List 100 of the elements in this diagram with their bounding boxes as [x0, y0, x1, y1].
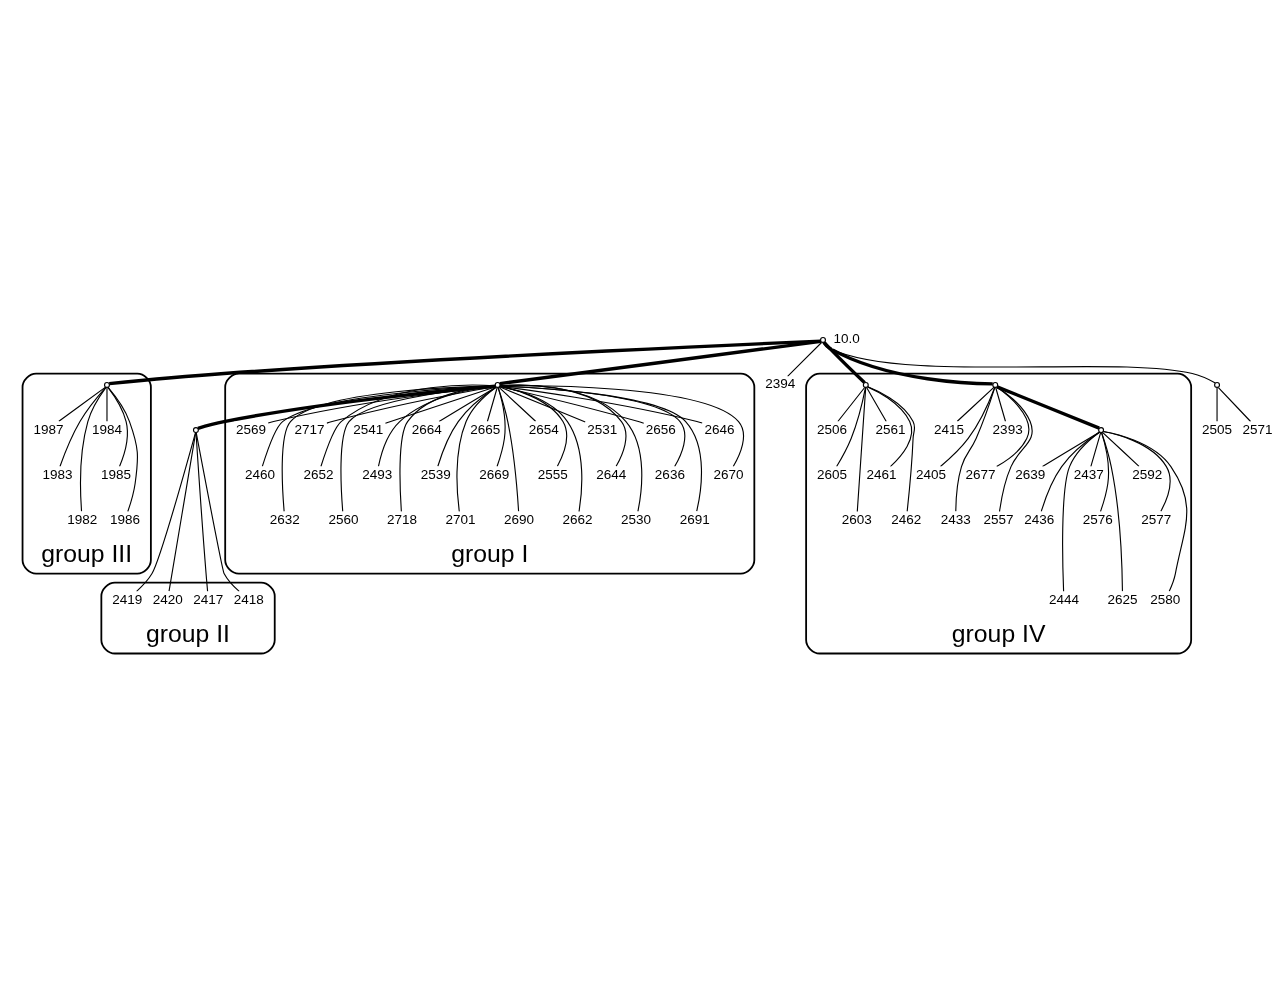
- node-point: [192, 427, 199, 433]
- connector: [1217, 386, 1252, 423]
- node-text: 2677: [965, 466, 996, 482]
- connector: [498, 386, 586, 423]
- connector: [1101, 431, 1140, 467]
- label: 10.0: [833, 331, 860, 347]
- node-text: 2665: [470, 421, 501, 437]
- connector: [956, 386, 995, 422]
- connector: [996, 385, 1100, 430]
- node-text: 2670: [713, 466, 744, 482]
- node-text: 2461: [866, 466, 897, 482]
- node-text: 1986: [109, 511, 141, 527]
- connector: [399, 385, 496, 513]
- node-text: 2654: [528, 421, 559, 437]
- node-text: 2436: [1024, 511, 1055, 527]
- connector: [168, 432, 197, 592]
- connector: [499, 385, 583, 513]
- connector: [59, 386, 107, 468]
- node-text: 2394: [765, 376, 796, 392]
- node-text: 2656: [645, 421, 676, 437]
- connector: [497, 386, 520, 512]
- connector: [499, 386, 645, 424]
- node-text: 2530: [621, 511, 652, 527]
- node-text: 2420: [152, 591, 183, 607]
- connector: [107, 386, 139, 513]
- connector: [499, 385, 703, 424]
- connector: [456, 386, 497, 513]
- node-text: 2531: [587, 421, 618, 437]
- connector: [822, 341, 993, 386]
- connector: [996, 386, 1033, 513]
- connector: [823, 341, 1216, 384]
- connector: [80, 386, 107, 512]
- node-text: 2603: [841, 511, 872, 527]
- connector: [136, 432, 197, 592]
- connector: [823, 341, 866, 384]
- node-text: 2460: [245, 466, 276, 482]
- node-text: 2444: [1048, 591, 1079, 607]
- node-text: 1987: [33, 421, 64, 437]
- node-text: 2539: [420, 466, 451, 482]
- node-point: [1214, 382, 1221, 388]
- connector: [195, 432, 209, 592]
- connector: [261, 385, 496, 467]
- node-text: 2717: [294, 421, 325, 437]
- node-text: 2405: [916, 466, 947, 482]
- connector: [996, 386, 1030, 468]
- node-text: 2664: [411, 421, 442, 437]
- node-text: 1983: [42, 466, 73, 482]
- node-text: 2644: [596, 466, 627, 482]
- connector: [486, 386, 498, 423]
- connector: [384, 386, 497, 424]
- connector: [267, 385, 496, 424]
- connector: [499, 385, 745, 468]
- connector: [856, 387, 867, 513]
- connector: [499, 384, 643, 512]
- connector: [1090, 432, 1102, 468]
- node-point: [992, 382, 999, 388]
- node-text: 2557: [983, 511, 1014, 527]
- connector: [1062, 431, 1101, 593]
- node-text: 2493: [362, 466, 393, 482]
- connector: [1099, 431, 1110, 513]
- node-text: 2636: [654, 466, 685, 482]
- node-text: 2577: [1141, 511, 1172, 527]
- connector: [867, 386, 916, 512]
- connector: [837, 386, 866, 423]
- node-text: 2433: [940, 511, 971, 527]
- connector: [499, 385, 568, 467]
- connector: [995, 386, 1007, 423]
- connector: [197, 384, 496, 430]
- node-point: [104, 382, 110, 388]
- node-point: [494, 382, 501, 388]
- node-text: 2569: [236, 421, 267, 437]
- node-text: 2662: [562, 511, 593, 527]
- connector: [787, 341, 823, 378]
- connector: [1216, 386, 1218, 423]
- node-text: 2462: [891, 511, 922, 527]
- connector: [281, 385, 496, 512]
- node-text: 2415: [934, 421, 965, 437]
- connector: [836, 386, 867, 468]
- node-text: 2437: [1073, 466, 1104, 482]
- connector: [499, 385, 686, 468]
- node-text: 2592: [1132, 466, 1163, 482]
- node-point: [862, 382, 869, 388]
- connector: [377, 385, 497, 467]
- connector: [326, 385, 497, 424]
- node-text: 2419: [112, 591, 143, 607]
- connector: [1102, 430, 1188, 592]
- node-text: 2506: [816, 421, 848, 437]
- connector: [499, 339, 822, 386]
- connector: [109, 339, 821, 386]
- node-text: 2605: [816, 466, 848, 482]
- node-text: 2541: [353, 421, 384, 437]
- node-text: 2639: [1015, 466, 1046, 482]
- node-text: 2571: [1242, 421, 1273, 437]
- connector: [1102, 430, 1171, 512]
- connector: [1041, 431, 1100, 468]
- node-text: 2555: [537, 466, 568, 482]
- connector: [438, 386, 497, 422]
- connector: [107, 386, 128, 467]
- node-text: 1984: [91, 421, 122, 437]
- connector: [867, 386, 913, 468]
